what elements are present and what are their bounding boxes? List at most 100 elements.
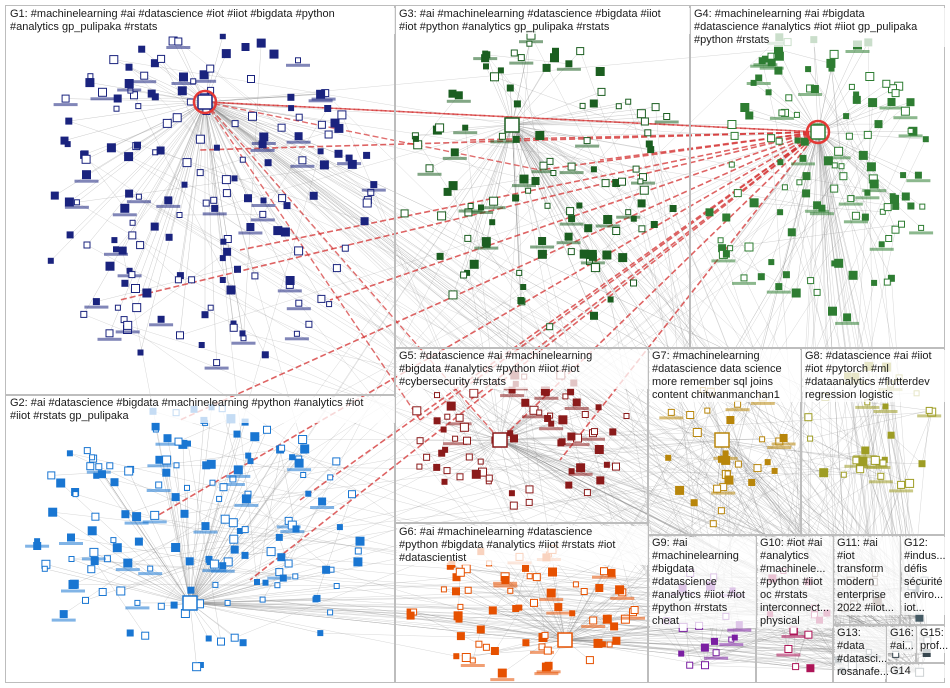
node-label-mark [115, 330, 140, 334]
node-g3 [669, 205, 677, 212]
node-g1 [151, 93, 159, 101]
node-g2 [230, 633, 239, 642]
node-label-mark [81, 557, 106, 561]
edge [189, 498, 220, 604]
node-g1 [283, 202, 291, 210]
node-g6 [532, 573, 541, 582]
node-g2 [155, 481, 163, 489]
node-g2 [134, 599, 141, 606]
node-g3 [550, 53, 559, 63]
node-label-mark [853, 455, 878, 458]
edge [523, 376, 566, 641]
edge [206, 110, 282, 128]
node-g2 [56, 478, 66, 488]
node-g1 [81, 154, 91, 164]
group-label-g8: G8: #datascience #ai #iiot #iot #pytorch… [803, 350, 947, 402]
node-g7 [665, 454, 672, 461]
node-g1 [179, 72, 188, 82]
node-g6 [541, 631, 549, 639]
node-g3 [583, 137, 591, 145]
node-g2 [110, 537, 117, 544]
node-g3 [498, 132, 506, 140]
node-g4 [775, 137, 783, 145]
edge [817, 131, 893, 197]
node-g3 [413, 140, 423, 150]
group-label-g12: G12: #indus... défis sécurité enviro... … [902, 537, 947, 615]
edge [86, 101, 206, 246]
edge [511, 43, 530, 126]
node-g4 [799, 154, 807, 162]
edge [189, 602, 853, 667]
node-label-mark [512, 184, 536, 188]
node-label-mark [766, 290, 791, 294]
edge [468, 590, 566, 641]
edge [69, 101, 206, 203]
edge [189, 487, 224, 604]
edge [885, 406, 910, 484]
node-label-mark [361, 188, 386, 192]
node-g6 [522, 639, 530, 647]
node-g5 [567, 432, 576, 441]
edge [679, 439, 723, 491]
edge [510, 590, 566, 641]
node-g3 [588, 252, 597, 261]
node-label-mark [809, 212, 834, 216]
edge [166, 459, 191, 604]
edge [71, 462, 884, 560]
edge [721, 439, 902, 486]
node-g2 [89, 547, 99, 557]
node-label-mark [711, 259, 736, 263]
node-g3 [526, 40, 533, 47]
node-g3 [568, 215, 576, 223]
node-g4 [777, 209, 784, 216]
node-label-mark [84, 305, 109, 309]
hub-node-g5 [492, 432, 508, 448]
edge [189, 494, 249, 604]
node-g2 [66, 450, 73, 457]
edge [136, 101, 206, 308]
node-g2 [95, 463, 103, 471]
node-g2 [277, 553, 286, 562]
node-g2 [89, 454, 96, 461]
node-g1 [231, 175, 238, 182]
edge [499, 439, 695, 503]
node-g9 [731, 634, 738, 641]
node-g4 [722, 213, 731, 222]
node-g6 [440, 586, 447, 593]
node-g1 [150, 222, 159, 231]
node-g4 [889, 193, 896, 200]
node-g4 [800, 137, 809, 146]
edge [92, 530, 191, 604]
node-g3 [546, 157, 554, 165]
node-g3 [597, 87, 606, 96]
node-g3 [625, 98, 632, 105]
node-g2 [230, 545, 239, 554]
node-g7 [704, 407, 711, 414]
edge [564, 639, 617, 642]
edge [315, 599, 566, 641]
node-g7 [717, 507, 725, 515]
node-label-mark [746, 82, 771, 85]
group-label-g2: G2: #ai #datascience #bigdata #machinele… [8, 397, 396, 423]
node-g5 [581, 411, 589, 418]
node-g4 [914, 171, 922, 179]
node-g1 [64, 197, 74, 207]
node-g1 [83, 241, 91, 249]
node-label-mark [522, 415, 546, 419]
node-g3 [512, 135, 520, 143]
node-g7 [724, 470, 731, 477]
node-g4 [744, 242, 754, 252]
node-g3 [567, 248, 575, 256]
node-g4 [810, 85, 819, 93]
node-label-mark [845, 50, 870, 53]
node-g1 [324, 105, 332, 112]
edge [455, 591, 566, 641]
node-g1 [124, 79, 134, 88]
node-g8 [858, 456, 868, 466]
node-label-mark [838, 202, 863, 206]
edge [204, 101, 291, 286]
node-g1 [199, 70, 209, 80]
node-label-mark [284, 337, 309, 341]
edge [441, 124, 513, 217]
node-g4 [845, 132, 853, 140]
